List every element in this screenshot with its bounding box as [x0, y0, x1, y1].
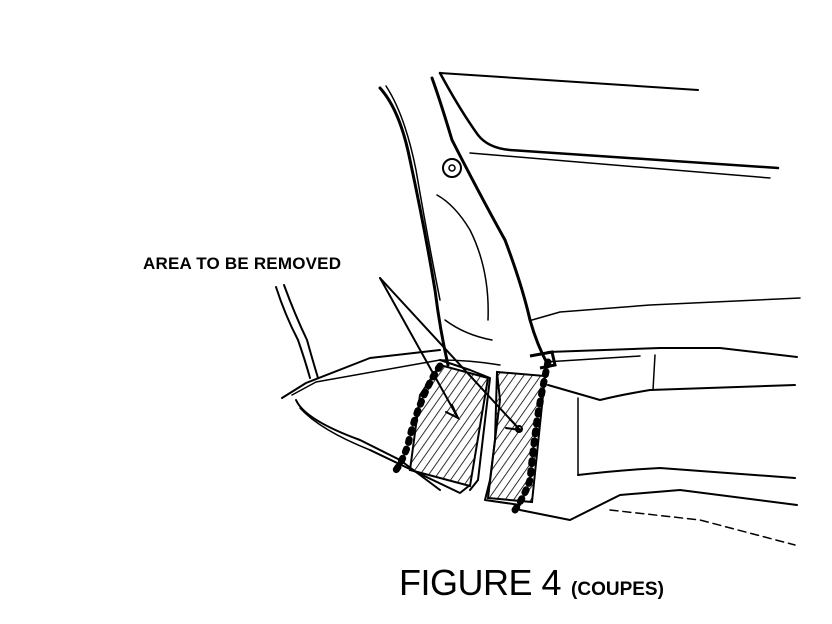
- bumper-lower: [577, 467, 796, 479]
- bumper-top: [547, 347, 798, 358]
- bolt-outer: [442, 158, 462, 178]
- bolt-inner: [448, 164, 456, 172]
- leader-line-right: [379, 277, 521, 431]
- cut-line-right: [511, 358, 552, 514]
- pillar-left-edge: [378, 86, 450, 367]
- leader-line-left: [379, 277, 459, 419]
- roof-top-edge: [439, 72, 699, 91]
- bumper-face-top: [547, 384, 796, 401]
- area-to-be-removed-label: AREA TO BE REMOVED: [143, 254, 342, 273]
- roof-front-edge: [438, 71, 780, 170]
- bumper-bottom: [519, 489, 798, 521]
- left-fender-arc-2: [283, 284, 319, 379]
- leader-arrow-left: [445, 404, 461, 421]
- pillar-right-edge: [430, 76, 550, 367]
- left-body-inner: [291, 359, 441, 396]
- left-body-bottom: [369, 449, 471, 494]
- cut-line-left: [392, 362, 444, 474]
- leader-mark: [515, 425, 523, 433]
- pillar-curve: [436, 194, 489, 321]
- cut-line-pillar: [529, 350, 557, 370]
- left-body-edge: [281, 349, 441, 399]
- slot-left: [439, 359, 491, 491]
- floor-line: [609, 509, 796, 546]
- pillar-left-inner: [385, 85, 441, 301]
- figure-caption: FIGURE 4 (COUPES): [399, 562, 664, 604]
- pillar-curve-inner: [444, 319, 493, 341]
- figure-subtitle: (COUPES): [571, 579, 664, 600]
- left-lower-body-2: [299, 407, 371, 451]
- leader-arrow-right: [505, 419, 523, 432]
- roof-crease: [469, 152, 771, 179]
- deck-line: [531, 297, 801, 321]
- bumper-top-inner: [544, 355, 641, 363]
- left-fender-arc-1: [275, 286, 311, 379]
- bumper-vertical: [652, 354, 656, 391]
- figure-number: FIGURE 4: [399, 562, 562, 603]
- slot-top: [439, 359, 501, 366]
- left-lower-body-1: [295, 399, 441, 491]
